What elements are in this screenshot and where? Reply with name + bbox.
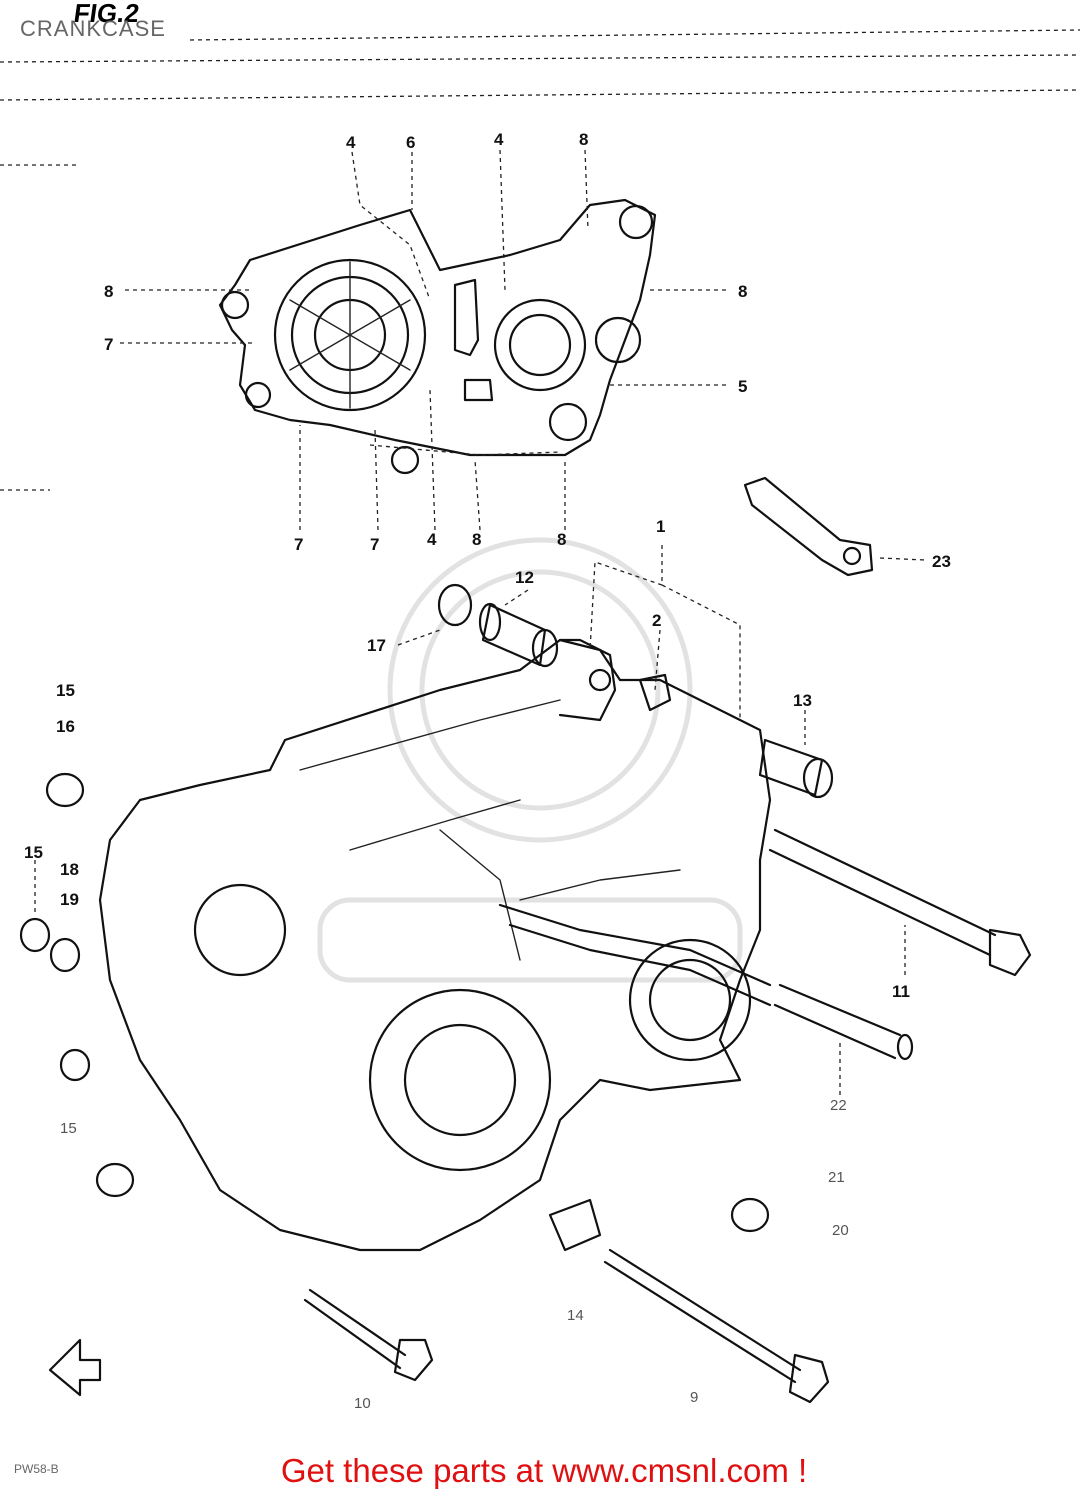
- callout-22: 22: [830, 1097, 847, 1114]
- callout-5: 5: [738, 377, 747, 396]
- callout-8-bottom-a: 8: [472, 530, 481, 549]
- callout-6: 6: [406, 133, 415, 152]
- cmsnl-parts-link[interactable]: Get these parts at www.cmsnl.com !: [280, 1452, 808, 1489]
- upper-crankcase-half: [218, 198, 657, 475]
- callout-21: 21: [828, 1169, 845, 1186]
- callout-18: 18: [60, 860, 79, 879]
- lower-bolts: [303, 1198, 830, 1404]
- callout-1: 1: [656, 517, 665, 536]
- callout-20: 20: [832, 1222, 849, 1239]
- callout-12: 12: [515, 568, 534, 587]
- callout-labels: 4 6 4 8 8 8 7 5 7 7 4 8 8 23 1 12 2 17 1…: [24, 130, 951, 1412]
- diagram-caption: CRANKCASE: [20, 16, 166, 41]
- callout-14: 14: [567, 1307, 584, 1324]
- scan-noise: [0, 29, 1081, 491]
- callout-4-bottom: 4: [427, 530, 437, 549]
- callout-8-top: 8: [579, 130, 588, 149]
- callout-7-left: 7: [104, 335, 113, 354]
- callout-10: 10: [354, 1395, 371, 1412]
- callout-8-right: 8: [738, 282, 747, 301]
- callout-19: 19: [60, 890, 79, 909]
- front-direction-arrow: [48, 1338, 102, 1397]
- callout-4-upper-left: 4: [346, 133, 356, 152]
- callout-17: 17: [367, 636, 386, 655]
- callout-8-left: 8: [104, 282, 113, 301]
- bolt-11: [768, 828, 1032, 977]
- watermark-logo: [317, 537, 743, 983]
- callout-23: 23: [932, 552, 951, 571]
- callout-15-left: 15: [24, 843, 43, 862]
- callout-7-bottom-b: 7: [370, 535, 379, 554]
- lower-crankcase-assembly: [98, 638, 772, 1252]
- callout-11: 11: [892, 982, 910, 1001]
- sleeve-13: [758, 738, 834, 799]
- callout-15-lower: 15: [60, 1120, 77, 1137]
- hose-22: [773, 983, 914, 1061]
- nuts-and-washers: [19, 772, 770, 1233]
- callout-16: 16: [56, 717, 75, 736]
- callout-9: 9: [690, 1389, 698, 1406]
- gasket-part: [743, 476, 874, 577]
- callout-2: 2: [652, 611, 661, 630]
- callout-7-bottom-a: 7: [294, 535, 303, 554]
- callout-13: 13: [793, 691, 812, 710]
- footer-code: PW58-B: [14, 1462, 59, 1476]
- callout-15-top: 15: [56, 681, 75, 700]
- callout-4-upper-right: 4: [494, 130, 504, 149]
- leader-lines: [34, 149, 926, 1095]
- dowel-pin-12: [437, 583, 559, 668]
- callout-8-bottom-b: 8: [557, 530, 566, 549]
